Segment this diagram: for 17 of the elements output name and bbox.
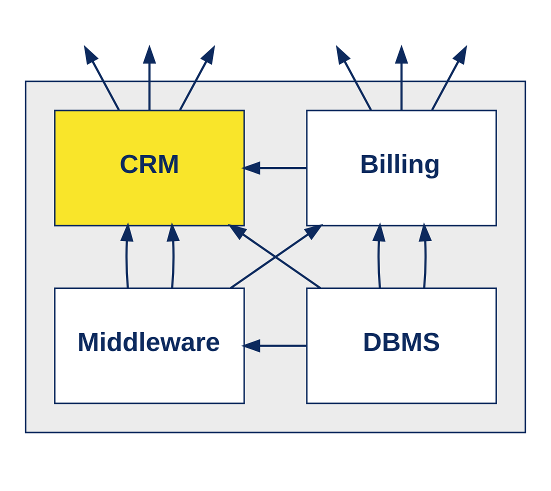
- arrow: [241, 161, 306, 175]
- cluster: [24, 80, 526, 434]
- arrow: [179, 45, 216, 111]
- arrow: [142, 44, 156, 110]
- arrow: [84, 45, 120, 111]
- arrow: [166, 222, 180, 288]
- node-box: DBMS: [306, 288, 497, 404]
- arrow: [372, 222, 386, 288]
- arrow: [120, 222, 134, 288]
- arrow: [241, 339, 306, 352]
- node-box: Billing: [306, 110, 497, 226]
- arrow: [394, 44, 408, 110]
- arrow: [431, 45, 468, 111]
- node-box: Middleware: [54, 288, 245, 404]
- arrow: [418, 222, 432, 288]
- arrow: [336, 45, 372, 111]
- node-box: CRM: [54, 110, 245, 226]
